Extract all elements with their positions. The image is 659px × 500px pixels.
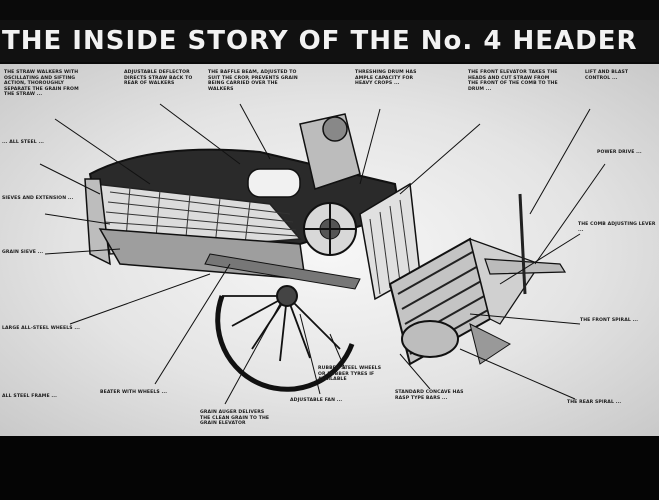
caption-steel-frame: All steel frame ... <box>2 394 57 399</box>
caption-adjustable-deflector: Adjustable deflector directs straw back … <box>124 70 193 87</box>
caption-comb-adjust: The comb adjusting lever ... <box>578 222 656 233</box>
callout-lines <box>39 103 606 405</box>
engine-cylinder <box>247 168 301 198</box>
large-steel-wheel <box>215 295 355 392</box>
caption-grain-auger: Grain auger delivers the clean grain to … <box>200 410 270 427</box>
caption-rear-spiral: The rear spiral ... <box>567 400 622 405</box>
caption-front-elevator: The front elevator takes the heads and c… <box>468 70 558 92</box>
caption-straw-walkers: The straw walkers with oscillating and s… <box>4 70 79 98</box>
caption-baffle-beam: The baffle beam, adjusted to suit the cr… <box>208 70 298 92</box>
harvester-illustration <box>39 103 606 405</box>
caption-blast-control: Lift and blast control ... <box>585 70 629 81</box>
caption-all-steel: ... All steel ... <box>2 140 45 145</box>
caption-sieves: Sieves and extension ... <box>2 196 74 201</box>
caption-fan: Adjustable fan ... <box>290 398 343 403</box>
poster-panel: The straw walkers with oscillating and s… <box>0 64 659 436</box>
caption-beater: Beater with wheels ... <box>100 390 168 395</box>
caption-front-spiral: The front spiral ... <box>580 318 639 323</box>
caption-power-drive: Power drive ... <box>597 150 642 155</box>
caption-threshing-drum: Threshing drum has ample capacity for he… <box>355 70 417 87</box>
side-panel <box>84 178 111 266</box>
caption-grain-sieve: Grain sieve ... <box>2 250 44 255</box>
title-banner: THE INSIDE STORY OF THE No. 4 HEADER <box>0 20 659 62</box>
caption-steel-wheels: Rubber steel wheels or rubber tyres if a… <box>318 366 382 383</box>
bottom-black-band <box>0 436 659 500</box>
caption-concave: Standard concave has rasp type bars ... <box>395 390 464 401</box>
caption-large-wheels: Large all-steel wheels ... <box>2 326 80 331</box>
walker-grid <box>103 186 299 253</box>
wheel-spokes <box>222 295 341 362</box>
poster-title: THE INSIDE STORY OF THE No. 4 HEADER <box>2 26 638 56</box>
